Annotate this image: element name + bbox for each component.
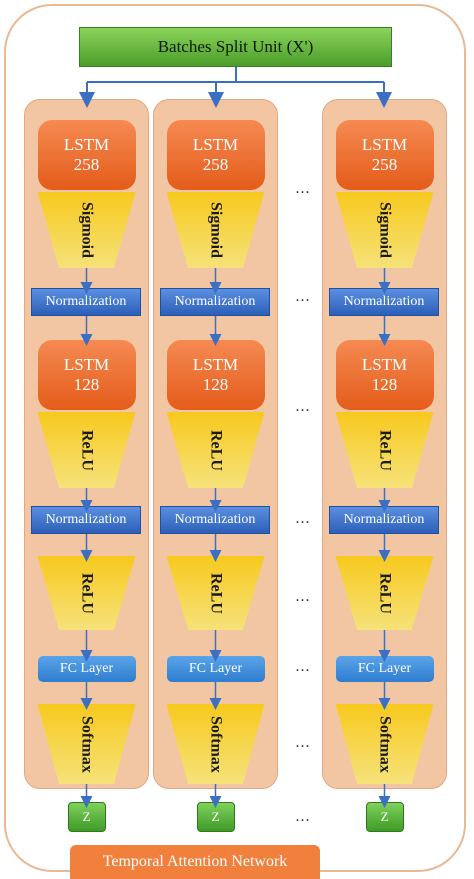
sigmoid-activation-label: Sigmoid — [207, 201, 225, 258]
batches-split-unit: Batches Split Unit (X') — [79, 27, 392, 67]
lstm-label: LSTM — [63, 135, 110, 154]
lstm-label: LSTM — [192, 135, 239, 154]
ellipsis: ... — [295, 808, 311, 825]
relu-activation-label: ReLU — [376, 429, 394, 471]
softmax-activation-label: Softmax — [376, 715, 394, 773]
softmax-activation-label: Softmax — [78, 715, 96, 773]
ellipsis: ... — [295, 180, 311, 197]
ellipsis: ... — [295, 398, 311, 415]
lstm-units: 258 — [371, 155, 398, 174]
lstm-units: 128 — [371, 375, 398, 394]
temporal-attention-network: Temporal Attention Network — [70, 845, 320, 879]
lstm-units: 258 — [73, 155, 100, 174]
lstm-units: 258 — [202, 155, 229, 174]
ellipsis: ... — [295, 658, 311, 675]
relu-activation-label: ReLU — [207, 429, 225, 471]
sigmoid-activation-label: Sigmoid — [376, 201, 394, 258]
relu-activation-label: ReLU — [78, 572, 96, 614]
fc-layer-block: FC Layer — [166, 656, 265, 682]
lstm-label: LSTM — [361, 355, 408, 374]
ellipsis: ... — [295, 510, 311, 527]
lstm-label: LSTM — [192, 355, 239, 374]
lstm-label: LSTM — [63, 355, 110, 374]
relu-activation-label: ReLU — [376, 572, 394, 614]
lstm-units: 128 — [202, 375, 229, 394]
relu-activation-label: ReLU — [78, 429, 96, 471]
ellipsis: ... — [295, 288, 311, 305]
lstm-units: 128 — [73, 375, 100, 394]
relu-activation-label: ReLU — [207, 572, 225, 614]
ellipsis: ... — [295, 588, 311, 605]
ellipsis: ... — [295, 734, 311, 751]
softmax-activation-label: Softmax — [207, 715, 225, 773]
sigmoid-activation-label: Sigmoid — [78, 201, 96, 258]
fc-layer-block: FC Layer — [335, 656, 434, 682]
lstm-label: LSTM — [361, 135, 408, 154]
